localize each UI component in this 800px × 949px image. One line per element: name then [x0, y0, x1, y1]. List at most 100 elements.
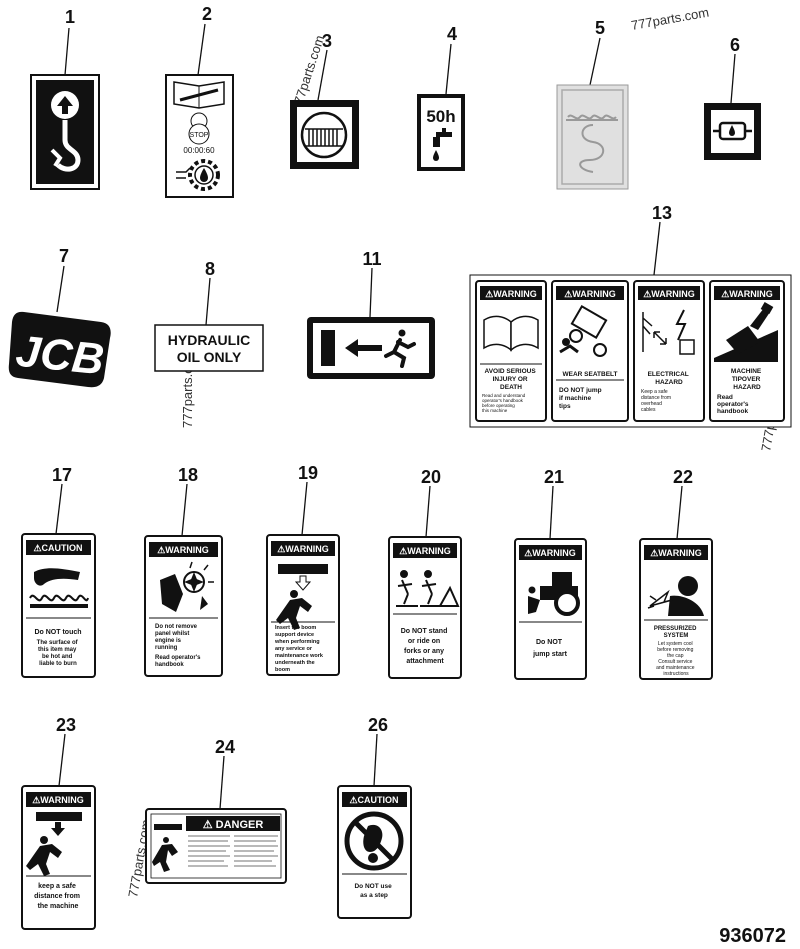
label-13-panel-d: ⚠WARNING MACHINE TIPOVER HAZARD Read ope… [709, 280, 785, 422]
label-19-warning-boom-support: ⚠WARNING Insert the boom support device … [266, 534, 340, 676]
label-3-radiator [290, 100, 359, 169]
heater-symbol-icon [566, 114, 618, 173]
callout-11: 11 [362, 249, 381, 269]
no-step-icon [344, 811, 404, 871]
callout-5: 5 [595, 18, 605, 38]
svg-text:⚠CAUTION: ⚠CAUTION [33, 543, 82, 553]
label-13-panel-a: ⚠WARNING AVOID SERIOUS INJURY OR DEATH R… [475, 280, 547, 422]
label-20-warning-forks: ⚠WARNING Do NOT stand or ride on forks o… [388, 536, 462, 679]
svg-text:WEAR SEATBELT: WEAR SEATBELT [562, 371, 617, 378]
callout-13: 13 [652, 203, 672, 223]
label-21-warning-jump-start: ⚠WARNING Do NOT jump start [514, 538, 587, 680]
label-11-emergency-exit [307, 317, 435, 379]
label-2-maintenance: STOP 00:00:60 [165, 74, 234, 198]
arrow-left-icon [345, 339, 382, 357]
svg-text:OIL ONLY: OIL ONLY [177, 349, 242, 365]
callout-22: 22 [673, 467, 693, 487]
callout-7: 7 [59, 246, 69, 266]
pressurized-spray-icon [647, 576, 704, 616]
rotating-fan-icon [160, 561, 214, 612]
callout-2: 2 [202, 4, 212, 24]
svg-text:⚠WARNING: ⚠WARNING [650, 548, 702, 558]
svg-text:HYDRAULIC: HYDRAULIC [168, 332, 250, 348]
svg-text:Do NOT use as a step: Do NOT use as a step [354, 883, 393, 899]
svg-text:Do NOT stand or ride on: Do NOT stand or ride on forks or any att… [401, 628, 450, 665]
handbook-wrench-icon [173, 81, 225, 109]
svg-text:MACHINE TIPOVER: MACHINE TIPOVER HAZARD [731, 368, 763, 391]
run-over-hazard-icon [528, 572, 580, 616]
callout-6: 6 [730, 35, 740, 55]
label-4-50h-lubrication: 50h [417, 94, 465, 171]
svg-text:keep a safe distance fro: keep a safe distance from the machine [34, 883, 82, 910]
svg-text:Do not remove panel whil: Do not remove panel whilst engine is run… [155, 624, 202, 668]
svg-text:⚠WARNING: ⚠WARNING [277, 544, 329, 554]
grease-nipple-icon [433, 128, 452, 161]
callout-19: 19 [298, 463, 318, 483]
fuel-filter-icon [713, 121, 752, 141]
svg-text:⚠WARNING: ⚠WARNING [399, 546, 451, 556]
open-book-icon [483, 315, 539, 352]
label-13-panel-c: ⚠WARNING ELECTRICAL HAZARD Keep a safe d… [633, 280, 705, 422]
label-13-warning-set: ⚠WARNING AVOID SERIOUS INJURY OR DEATH R… [469, 274, 792, 428]
oil-gear-icon [176, 159, 220, 191]
callout-18: 18 [178, 465, 198, 485]
label-13-panel-b: ⚠WARNING WEAR SEATBELT DO NOT jump if ma… [551, 280, 629, 422]
svg-text:Let system cool before r: Let system cool before removing the cap … [656, 641, 696, 677]
callout-8: 8 [205, 259, 215, 279]
timer-readout: 00:00:60 [183, 146, 215, 155]
label-22-warning-pressurized: ⚠WARNING PRESSURIZED SYSTEM Let system c… [639, 538, 713, 680]
callout-26: 26 [368, 715, 388, 735]
callout-21: 21 [544, 467, 564, 487]
radiator-icon [305, 128, 343, 147]
svg-text:⚠WARNING: ⚠WARNING [564, 289, 616, 299]
svg-text:Do NOT jump start: Do NOT jump start [532, 639, 568, 658]
watermark-top-right: 777parts.com [630, 5, 710, 33]
callout-4: 4 [447, 24, 457, 44]
svg-text:⚠WARNING: ⚠WARNING [157, 545, 209, 555]
callout-20: 20 [421, 467, 441, 487]
svg-text:STOP: STOP [190, 132, 209, 139]
svg-text:⚠ DANGER: ⚠ DANGER [203, 819, 264, 831]
running-person-icon [384, 329, 416, 368]
svg-text:Keep a safe distance f: Keep a safe distance from overhead cable… [641, 389, 672, 413]
svg-text:Insert the boom support: Insert the boom support device when perf… [274, 625, 325, 673]
svg-text:Read and understand op: Read and understand operator's handbook … [482, 393, 527, 413]
svg-text:⚠WARNING: ⚠WARNING [524, 548, 576, 558]
svg-text:⚠WARNING: ⚠WARNING [643, 289, 695, 299]
label-6-filter [704, 103, 761, 160]
service-interval: 50h [426, 107, 455, 126]
label-18-warning-fan: ⚠WARNING Do not remove panel whilst engi… [144, 535, 223, 677]
label-24-danger: ⚠ DANGER [145, 808, 287, 884]
callout-1: 1 [65, 7, 75, 27]
svg-text:DO NOT jump if machine: DO NOT jump if machine tips [559, 387, 603, 410]
label-17-caution-hot-surface: ⚠CAUTION Do NOT touch The surface of thi… [21, 533, 96, 678]
tipping-machine-icon [559, 304, 608, 357]
no-riding-forks-icon [396, 570, 460, 607]
label-7-jcb-logo: JCB [8, 311, 111, 388]
machine-tipover-icon [714, 302, 778, 362]
svg-text:ELECTRICAL HAZARD: ELECTRICAL HAZARD [648, 371, 691, 386]
svg-text:⚠WARNING: ⚠WARNING [32, 795, 84, 805]
callouts [55, 23, 736, 810]
svg-text:Do NOT touch: Do NOT touch [34, 629, 81, 636]
hot-surface-icon [29, 568, 89, 608]
callout-23: 23 [56, 715, 76, 735]
svg-text:PRESSURIZED SYSTEM: PRESSURIZED SYSTEM [654, 626, 698, 639]
svg-text:⚠WARNING: ⚠WARNING [485, 289, 537, 299]
drawing-number: 936072 [719, 925, 786, 947]
svg-text:Read operator's: Read operator's handbook [717, 394, 750, 415]
danger-fine-print [188, 835, 278, 867]
lifting-hook-icon [50, 91, 81, 172]
svg-text:The surface of this item: The surface of this item may be hot and … [37, 640, 80, 667]
electrical-hazard-icon [642, 309, 695, 355]
callout-17: 17 [52, 465, 72, 485]
svg-text:AVOID SERIOUS INJURY O: AVOID SERIOUS INJURY OR DEATH [485, 368, 538, 391]
crushing-danger-icon [152, 824, 182, 872]
label-23-warning-safe-distance: ⚠WARNING keep a safe distance from the m… [21, 785, 96, 930]
crushing-hazard-icon [276, 564, 328, 630]
svg-text:⚠WARNING: ⚠WARNING [721, 289, 773, 299]
stop-engine-icon: STOP [188, 112, 210, 145]
label-1-lifting-point [30, 74, 100, 190]
label-26-caution-no-step: ⚠CAUTION Do NOT use as a step [337, 785, 412, 919]
